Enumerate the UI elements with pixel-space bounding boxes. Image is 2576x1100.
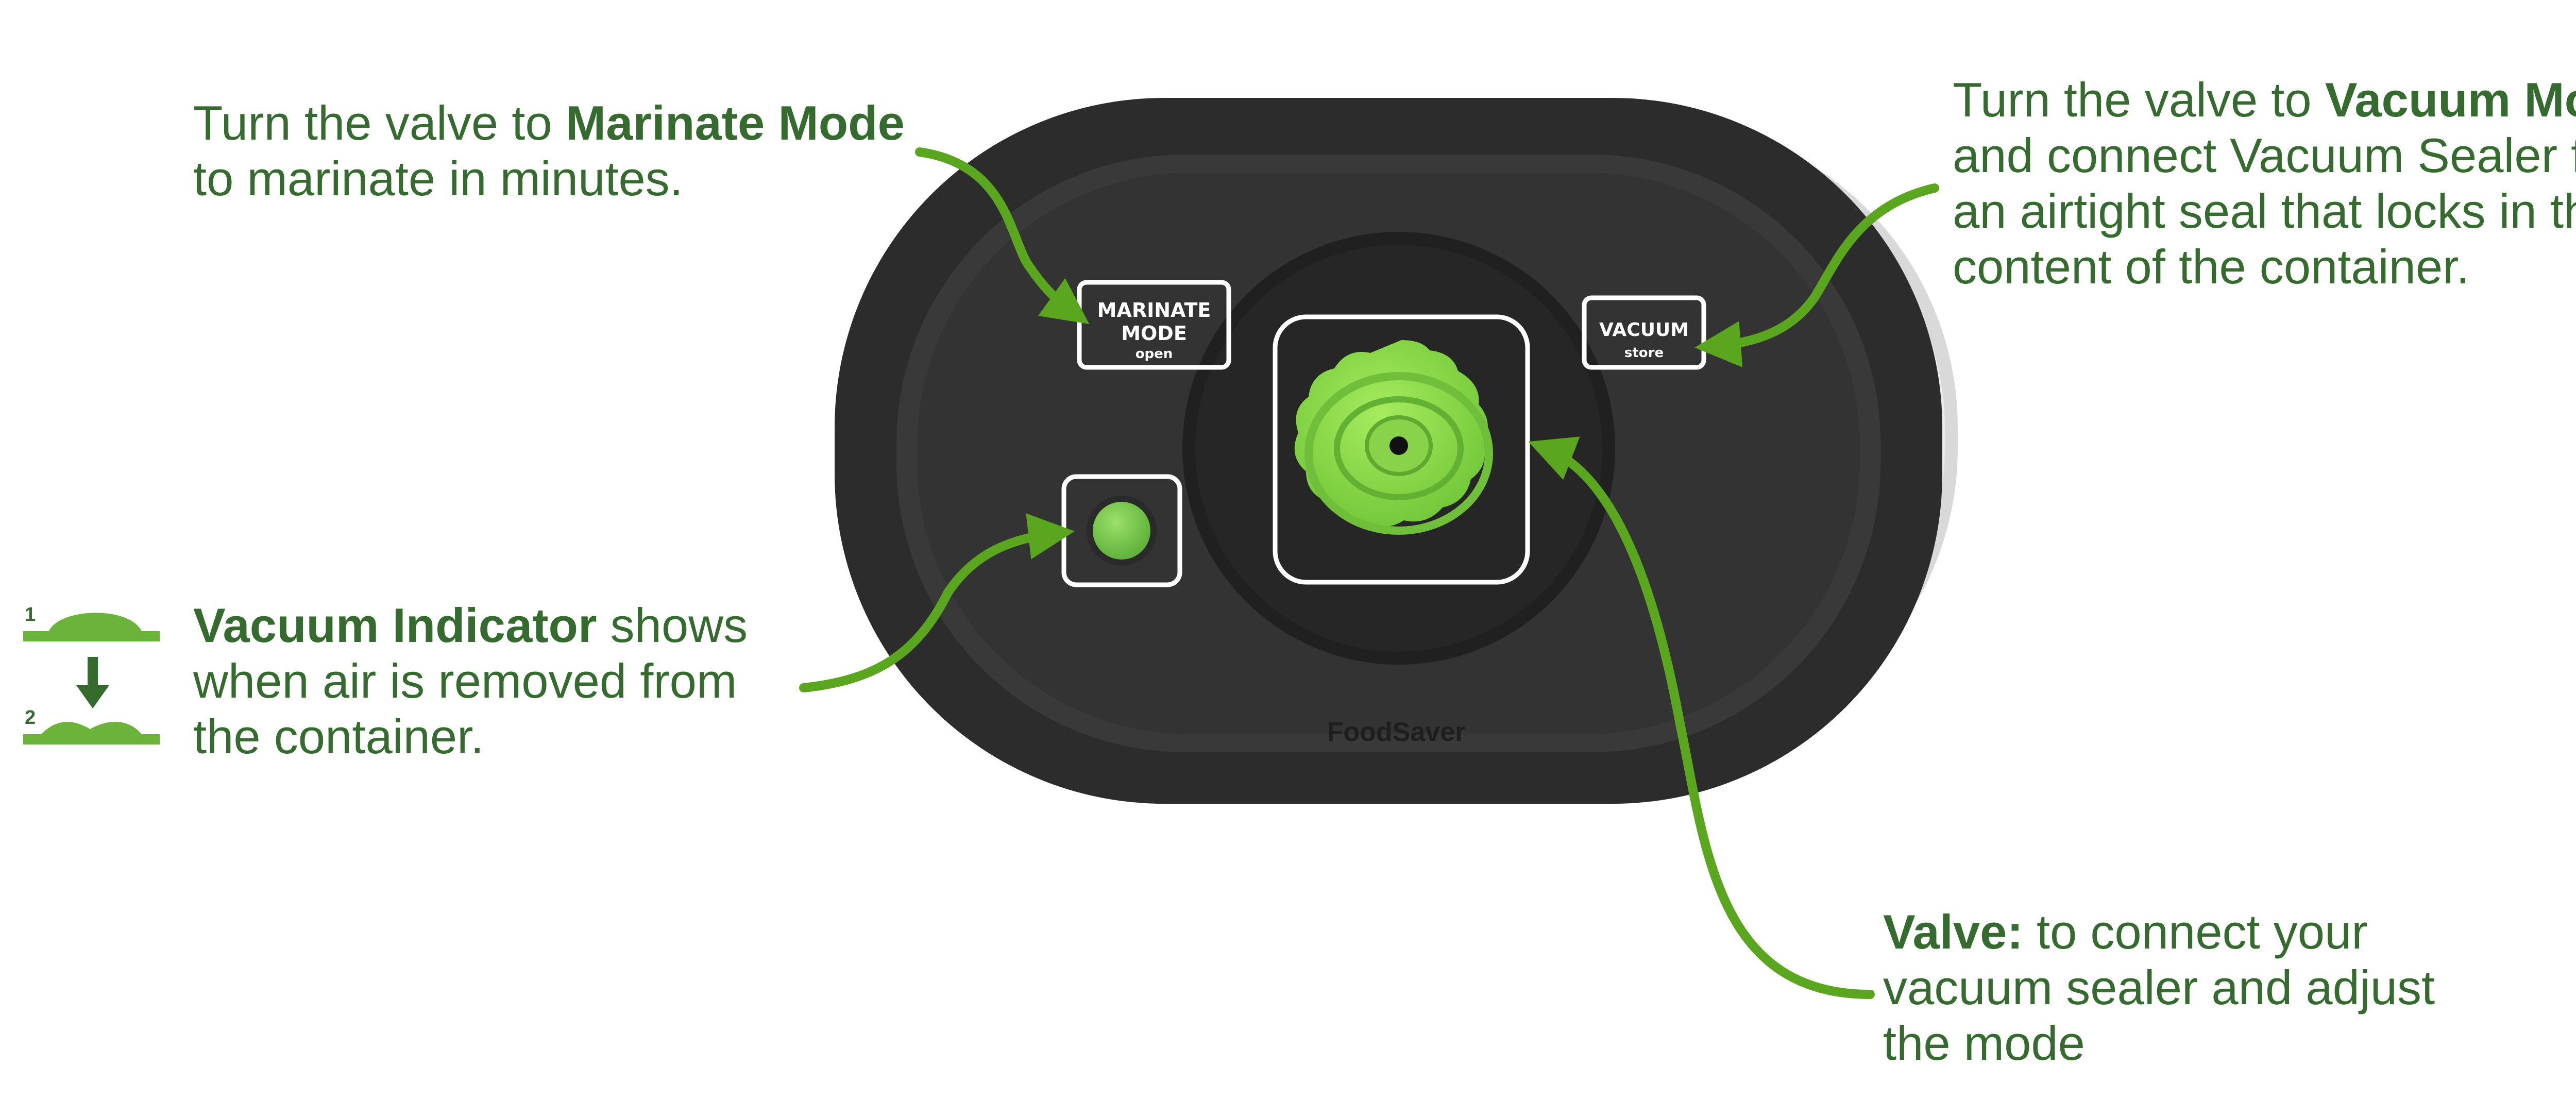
indicator-step-2-number: 2 [25,707,36,729]
indicator-callout-line1: Vacuum Indicator shows [193,598,748,652]
marinate-mode-label: MARINATE MODE open [1077,280,1231,370]
marinate-label-line2: MODE [1121,322,1187,345]
indicator-callout-line2: when air is removed from [193,654,737,708]
vacuum-callout: Turn the valve to Vacuum Mode and connec… [1953,72,2576,295]
vacuum-callout-line1: Turn the valve to Vacuum Mode [1953,73,2576,127]
marinate-callout: Turn the valve to Marinate Mode to marin… [193,95,905,207]
marinate-callout-line2: to marinate in minutes. [193,151,683,206]
arrow-indicator [799,513,1075,692]
indicator-step-1-number: 1 [25,604,36,625]
arrow-valve [1528,436,1875,999]
indicator-callout: Vacuum Indicator shows when air is remov… [193,598,748,765]
vacuum-mode-label: VACUUM store [1582,295,1706,370]
marinate-callout-line1: Turn the valve to Marinate Mode [193,96,905,150]
brand-logo-text: FoodSaver [1327,717,1466,747]
arrow-vacuum [1694,183,1939,367]
arrow-marinate [915,147,1090,325]
vacuum-label-line1: VACUUM [1599,319,1689,341]
vacuum-callout-line3: an airtight seal that locks in the [1953,184,2576,238]
indicator-step-icon: 1 2 [23,604,160,744]
indicator-down-arrow [76,657,109,708]
valve-callout-line1: Valve: to connect your [1883,905,2368,959]
vacuum-callout-line4: content of the container. [1953,240,2470,294]
indicator-callout-line3: the container. [193,709,484,764]
valve-callout-line2: vacuum sealer and adjust [1883,960,2435,1014]
marinate-label-line3: open [1136,346,1173,362]
valve [1273,314,1530,585]
indicator-raised-shape [23,613,160,641]
indicator-flat-shape [23,722,160,744]
vacuum-label-line2: store [1624,345,1664,361]
valve-callout-line3: the mode [1883,1016,2085,1070]
callout-arrows [799,147,1939,999]
vacuum-callout-line2: and connect Vacuum Sealer for [1953,128,2576,182]
marinate-label-line1: MARINATE [1097,299,1211,321]
vacuum-indicator [1061,474,1182,587]
valve-callout: Valve: to connect your vacuum sealer and… [1883,904,2435,1071]
